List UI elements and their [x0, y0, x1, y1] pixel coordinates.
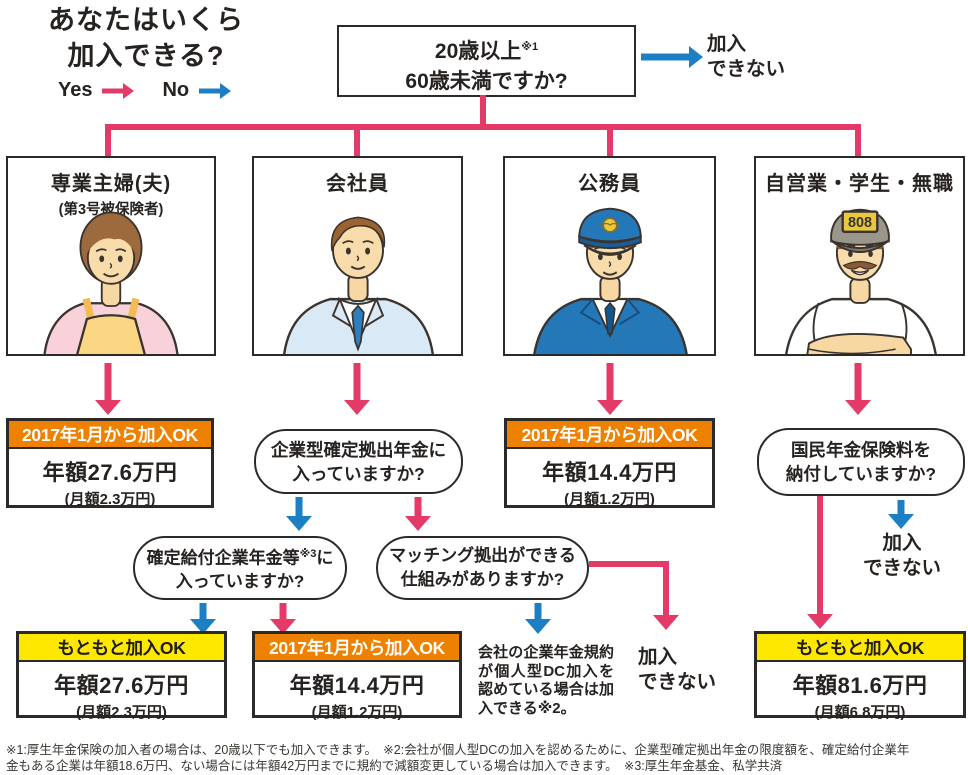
cap-number-label: 808 — [847, 215, 871, 231]
question-db-plan: 確定給付企業年金等※3に 入っていますか? — [133, 536, 347, 600]
result-housewife: 2017年1月から加入OK 年額27.6万円 (月額2.3万円) — [6, 418, 214, 508]
result-self-employed: もともと加入OK 年額81.6万円 (月額6.8万円) — [754, 631, 966, 721]
cannot-join-matching-label: 加入 できない — [638, 645, 716, 695]
root-question-note-ref: ※1 — [521, 41, 539, 53]
legend-no-label: No — [162, 79, 190, 101]
legend: Yes No — [58, 79, 231, 102]
no-arrow-matching — [525, 603, 551, 634]
legend-yes-label: Yes — [58, 79, 93, 101]
category-housewife-subtitle: (第3号被保険者) — [58, 202, 164, 218]
housewife-illustration — [43, 211, 179, 354]
question-db-plan-line1: 確定給付企業年金等※3に — [135, 542, 345, 571]
no-arrow-corporate-dc — [286, 497, 312, 531]
matching-yes-note: 会社の企業年金規約が個人型DC加入を認めている場合は加入できる※2。 — [478, 644, 614, 717]
flow-drop-civil-servant — [607, 124, 613, 157]
cannot-join-national-line1: 加入 — [882, 532, 922, 554]
no-arrow-icon — [199, 82, 231, 100]
question-national-pension: 国民年金保険料を 納付していますか? — [757, 428, 965, 496]
question-corporate-dc: 企業型確定拠出年金に 入っていますか? — [254, 429, 463, 494]
cannot-join-national-label: 加入 できない — [850, 531, 954, 581]
flow-line-root-down — [480, 95, 486, 127]
no-arrow-db-plan — [190, 603, 216, 634]
self-employed-illustration: 808 — [784, 208, 937, 354]
category-housewife: 専業主婦(夫) (第3号被保険者) — [6, 156, 216, 356]
category-self-employed: 自営業・学生・無職 808 — [754, 156, 965, 356]
result-employee-original-annual: 年額27.6万円 — [54, 673, 189, 698]
result-employee-2017-annual: 年額14.4万円 — [289, 673, 425, 698]
question-db-plan-line2: 入っていますか? — [175, 572, 305, 592]
cannot-join-line2: できない — [707, 58, 786, 80]
result-employee-2017-monthly: (月額1.2万円) — [311, 704, 403, 721]
category-housewife-title: 専業主婦(夫) — [50, 173, 172, 195]
root-question-text: 20歳以上 — [434, 40, 522, 63]
footnote-line1: ※1:厚生年金保険の加入者の場合は、20歳以下でも加入できます。 ※2:会社が個… — [6, 743, 910, 757]
question-db-plan-text-post: に — [316, 548, 334, 568]
page-title-line2: 加入できる? — [67, 41, 225, 71]
result-employee-original-badge: もともと加入OK — [19, 634, 224, 662]
question-matching-line2: 仕組みがありますか? — [400, 570, 565, 589]
result-civil-servant-badge: 2017年1月から加入OK — [507, 421, 712, 449]
flow-line-horizontal — [105, 124, 861, 130]
result-self-employed-badge: もともと加入OK — [757, 634, 963, 662]
category-civil-servant-title: 公務員 — [578, 173, 641, 195]
yes-arrow-corporate-dc — [405, 497, 431, 531]
category-employee: 会社員 — [252, 156, 463, 356]
yes-arrow-icon — [102, 82, 134, 100]
question-matching: マッチング拠出ができる 仕組みがありますか? — [376, 536, 589, 600]
yes-arrow-civil-servant — [597, 363, 623, 415]
footnote-line2: 金もある企業は年額18.6万円、ない場合には年額42万円までに規約で減額変更して… — [6, 759, 783, 773]
result-employee-original: もともと加入OK 年額27.6万円 (月額2.3万円) — [16, 631, 227, 721]
result-employee-2017: 2017年1月から加入OK 年額14.4万円 (月額1.2万円) — [252, 631, 462, 721]
yes-line-matching-horizontal — [589, 561, 669, 567]
result-housewife-monthly: (月額2.3万円) — [64, 491, 156, 508]
result-civil-servant-annual: 年額14.4万円 — [542, 460, 677, 485]
flow-drop-self-employed — [855, 124, 861, 157]
question-corporate-dc-line1: 企業型確定拠出年金に — [271, 439, 446, 460]
result-employee-2017-badge: 2017年1月から加入OK — [255, 634, 459, 662]
root-no-arrow-icon — [641, 46, 703, 68]
result-self-employed-annual: 年額81.6万円 — [792, 673, 928, 698]
category-self-employed-title: 自営業・学生・無職 — [765, 173, 954, 195]
result-housewife-badge: 2017年1月から加入OK — [9, 421, 211, 449]
question-corporate-dc-line2: 入っていますか? — [292, 463, 425, 484]
cannot-join-national-line2: できない — [862, 557, 941, 579]
question-db-plan-text: 確定給付企業年金等 — [146, 548, 300, 568]
flow-drop-housewife — [105, 124, 111, 157]
result-self-employed-monthly: (月額6.8万円) — [814, 704, 906, 721]
no-arrow-national-pension — [888, 500, 914, 529]
company-employee-illustration — [282, 216, 434, 354]
root-question-line1: 20歳以上※1 — [339, 32, 634, 67]
question-matching-line1: マッチング拠出ができる — [389, 546, 576, 565]
cannot-join-line1: 加入 — [707, 33, 747, 55]
page-title-line1: あなたはいくら — [48, 5, 244, 35]
question-national-pension-line2: 納付していますか? — [785, 464, 937, 484]
yes-arrow-employee — [344, 363, 370, 415]
result-housewife-annual: 年額27.6万円 — [42, 460, 178, 485]
yes-arrow-self-employed — [845, 363, 871, 415]
root-cannot-join-label: 加入 できない — [707, 32, 785, 82]
yes-arrowhead-matching — [653, 615, 679, 630]
result-civil-servant: 2017年1月から加入OK 年額14.4万円 (月額1.2万円) — [504, 418, 715, 508]
yes-arrow-housewife — [95, 363, 121, 415]
yes-arrow-db-plan — [270, 603, 296, 634]
result-civil-servant-monthly: (月額1.2万円) — [564, 491, 655, 508]
question-national-pension-line1: 国民年金保険料を — [791, 440, 931, 460]
root-question-box: 20歳以上※1 60歳未満ですか? — [337, 25, 636, 97]
cannot-join-matching-line2: できない — [638, 671, 717, 693]
question-db-plan-note-ref: ※3 — [299, 547, 317, 560]
cannot-join-matching-line1: 加入 — [638, 646, 678, 668]
yes-line-national-pension — [817, 496, 823, 616]
result-employee-original-monthly: (月額2.3万円) — [76, 704, 167, 721]
flow-drop-employee — [354, 124, 360, 157]
category-employee-title: 会社員 — [326, 173, 389, 195]
category-civil-servant: 公務員 — [503, 156, 716, 356]
root-question-line2: 60歳未満ですか? — [405, 70, 568, 93]
page-title: あなたはいくら 加入できる? — [10, 2, 282, 74]
yes-line-matching-vertical — [663, 561, 669, 617]
yes-arrowhead-national-pension — [807, 614, 833, 629]
civil-servant-illustration — [532, 207, 688, 354]
